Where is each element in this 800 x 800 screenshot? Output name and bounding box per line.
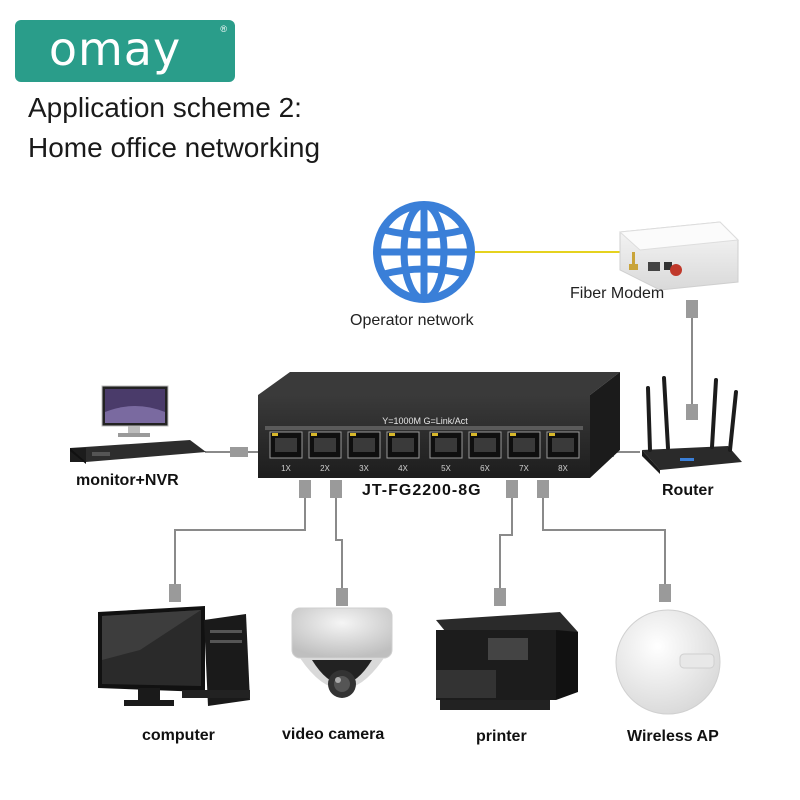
cable-printer: [499, 480, 513, 605]
page-title-line2: Home office networking: [28, 132, 321, 163]
switch-port-jack: [392, 438, 414, 452]
nvr-icon: [70, 440, 206, 464]
cable-ap: [542, 480, 666, 600]
computer-icon: [98, 606, 250, 706]
switch-port-jack: [513, 438, 535, 452]
switch-port-jack: [275, 438, 297, 452]
omay-logo: omay ®: [15, 20, 235, 82]
switch-ports: 1X 2X 3X 4X 5X 6X 7X 8X: [269, 431, 580, 473]
switch-port-led: [549, 433, 555, 436]
globe-icon: [373, 201, 475, 303]
label-printer: printer: [476, 728, 527, 745]
switch-device: 1X 2X 3X 4X 5X 6X 7X 8X: [258, 372, 620, 478]
label-wireless-ap: Wireless AP: [627, 728, 719, 745]
switch-led-legend: Y=1000M G=Link/Act: [382, 416, 468, 426]
switch-port-label: 4X: [398, 464, 408, 473]
fiber-modem-icon: [618, 221, 740, 291]
ethernet-cables: [174, 300, 693, 605]
switch-port-led: [471, 433, 477, 436]
switch-port-led: [272, 433, 278, 436]
logo-registered-mark: ®: [220, 24, 227, 34]
switch-port-jack: [314, 438, 336, 452]
cable-camera: [335, 480, 343, 605]
monitor-icon: [101, 385, 169, 437]
cable-computer: [174, 480, 306, 600]
label-monitor-nvr: monitor+NVR: [76, 472, 179, 489]
label-switch-model: JT-FG2200-8G: [362, 482, 482, 499]
switch-port-led: [510, 433, 516, 436]
label-computer: computer: [142, 727, 215, 744]
switch-port-label: 5X: [441, 464, 451, 473]
switch-port-label: 3X: [359, 464, 369, 473]
label-fiber-modem: Fiber Modem: [570, 285, 665, 302]
switch-port-label: 2X: [320, 464, 330, 473]
switch-port-label: 7X: [519, 464, 529, 473]
logo-text: omay: [48, 22, 182, 76]
switch-port-led: [389, 433, 395, 436]
label-video-camera: video camera: [282, 726, 385, 743]
switch-port-label: 6X: [480, 464, 490, 473]
router-icon: [642, 376, 742, 474]
switch-port-led: [311, 433, 317, 436]
switch-port-label: 8X: [558, 464, 568, 473]
switch-port-led: [432, 433, 438, 436]
page-title-line1: Application scheme 2:: [28, 92, 302, 123]
video-camera-icon: [291, 607, 393, 698]
switch-port-label: 1X: [281, 464, 291, 473]
switch-port-jack: [474, 438, 496, 452]
wireless-ap-icon: [615, 609, 721, 715]
switch-port-jack: [353, 438, 375, 452]
rj45-plugs: [169, 300, 698, 606]
printer-icon: [436, 612, 578, 710]
switch-port-led: [350, 433, 356, 436]
switch-port-jack: [435, 438, 457, 452]
label-router: Router: [662, 482, 714, 499]
label-operator-network: Operator network: [350, 312, 474, 329]
switch-port-jack: [552, 438, 574, 452]
